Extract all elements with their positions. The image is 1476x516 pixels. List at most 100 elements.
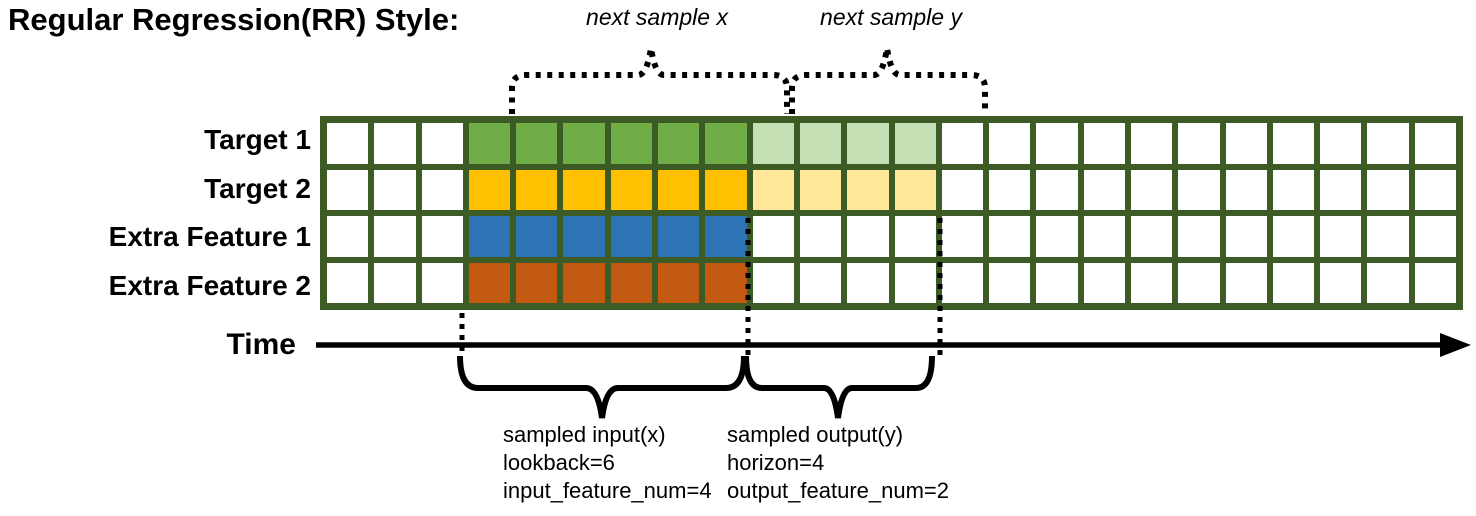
grid-cell — [610, 216, 653, 257]
grid-cell — [374, 123, 416, 164]
grid-cell — [705, 216, 747, 257]
grid-cell — [1367, 169, 1409, 210]
grid-cell — [563, 123, 605, 164]
grid-cell — [374, 262, 416, 303]
grid-cell — [705, 123, 747, 164]
horizon-value: horizon=4 — [727, 450, 825, 475]
grid-cell — [421, 123, 463, 164]
grid-cell — [894, 123, 936, 164]
grid-cell — [468, 262, 511, 303]
grid-cell — [563, 169, 605, 210]
row-label-target2: Target 2 — [204, 172, 311, 204]
row-label-target1: Target 1 — [204, 124, 311, 156]
grid-cell — [1178, 262, 1220, 303]
grid-cell — [1272, 262, 1315, 303]
grid-cell — [516, 169, 558, 210]
grid-cell — [799, 216, 842, 257]
grid-cell — [799, 262, 842, 303]
grid-cell — [1036, 262, 1078, 303]
output-feature-num-value: output_feature_num=2 — [727, 478, 950, 503]
grid-cell — [468, 169, 511, 210]
grid-cell — [1414, 216, 1456, 257]
grid-cell — [1036, 169, 1078, 210]
grid-cell — [894, 262, 936, 303]
grid-cell — [847, 216, 889, 257]
grid-cell — [1320, 262, 1362, 303]
grid-cell — [610, 169, 653, 210]
grid-cell — [705, 262, 747, 303]
grid-cell — [799, 169, 842, 210]
grid-cell — [989, 169, 1031, 210]
grid-cell — [327, 123, 369, 164]
grid-cell — [1178, 169, 1220, 210]
next-sample-x-brace — [509, 47, 790, 114]
grid-cell — [989, 123, 1031, 164]
grid-cell — [421, 262, 463, 303]
row-label-extra-feature2: Extra Feature 2 — [108, 269, 311, 301]
grid-cell — [989, 216, 1031, 257]
sampled-output-note: sampled output(y) horizon=4 output_featu… — [727, 421, 949, 505]
next-sample-x-label: next sample x — [586, 4, 728, 30]
grid-cell — [1414, 169, 1456, 210]
grid-cell — [1130, 216, 1173, 257]
grid-cell — [658, 169, 700, 210]
row-label-extra-feature1: Extra Feature 1 — [108, 221, 311, 253]
grid-cell — [610, 262, 653, 303]
grid-cell — [941, 262, 984, 303]
next-sample-y-label: next sample y — [820, 4, 962, 30]
grid-cell — [941, 123, 984, 164]
grid-cell — [1036, 216, 1078, 257]
grid-cell — [516, 123, 558, 164]
grid-cell — [516, 216, 558, 257]
lookback-value: lookback=6 — [503, 450, 615, 475]
grid-cell — [1225, 262, 1267, 303]
grid-cell — [327, 216, 369, 257]
grid-cell — [894, 216, 936, 257]
grid-cell — [327, 169, 369, 210]
grid-cell — [1367, 262, 1409, 303]
grid-cell — [468, 216, 511, 257]
grid-cell — [1225, 123, 1267, 164]
grid-cell — [374, 216, 416, 257]
grid-cell — [1130, 123, 1173, 164]
grid-cell — [374, 169, 416, 210]
grid-cell — [563, 262, 605, 303]
grid-cell — [1083, 216, 1125, 257]
grid-cell — [1414, 262, 1456, 303]
grid-cell — [1320, 216, 1362, 257]
grid-cell — [847, 262, 889, 303]
grid-cell — [1225, 169, 1267, 210]
grid-cell — [1083, 123, 1125, 164]
grid-cell — [1272, 169, 1315, 210]
grid-cell — [1320, 123, 1362, 164]
sampled-input-brace — [457, 355, 747, 419]
time-axis-arrowhead-icon — [1440, 333, 1471, 357]
grid-cell — [421, 169, 463, 210]
grid-cell — [799, 123, 842, 164]
grid-cell — [752, 262, 794, 303]
grid-cell — [1130, 262, 1173, 303]
time-axis-label: Time — [226, 328, 296, 361]
time-grid — [320, 116, 1463, 310]
grid-cell — [752, 123, 794, 164]
grid-cell — [1178, 123, 1220, 164]
grid-cell — [1367, 123, 1409, 164]
grid-cell — [563, 216, 605, 257]
grid-cell — [1036, 123, 1078, 164]
sampled-output-brace — [743, 355, 935, 419]
grid-cell — [1367, 216, 1409, 257]
grid-cell — [658, 123, 700, 164]
grid-cell — [1272, 216, 1315, 257]
grid-cell — [989, 262, 1031, 303]
grid-cell — [658, 262, 700, 303]
grid-cell — [894, 169, 936, 210]
grid-cell — [658, 216, 700, 257]
grid-cell — [1414, 123, 1456, 164]
grid-cell — [1272, 123, 1315, 164]
grid-cell — [1178, 216, 1220, 257]
grid-cell — [327, 262, 369, 303]
grid-cell — [941, 216, 984, 257]
grid-cell — [1320, 169, 1362, 210]
grid-cell — [752, 216, 794, 257]
